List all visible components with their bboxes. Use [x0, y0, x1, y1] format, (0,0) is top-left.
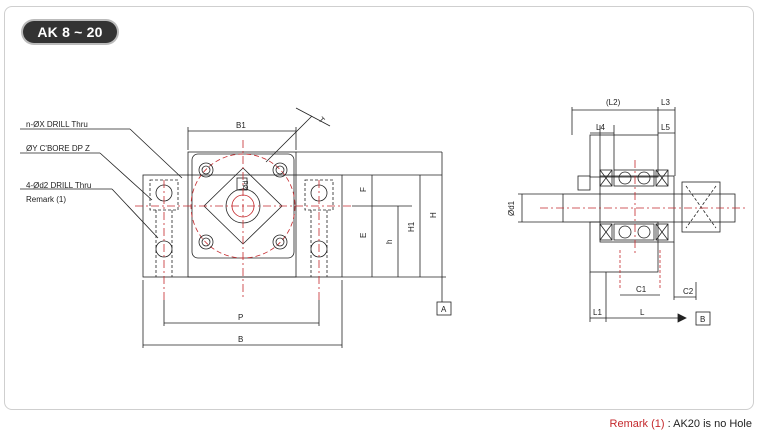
label-d1: Ød1 — [507, 200, 516, 216]
bearings — [599, 169, 669, 241]
datum-b-box — [695, 311, 711, 326]
leader-drill-x — [129, 128, 183, 179]
center-lines — [135, 140, 352, 300]
flange-top — [589, 134, 659, 178]
label-c1: C1 — [636, 285, 647, 294]
label-cbore: ØY C'BORE DP Z — [26, 144, 90, 153]
label-t: T — [317, 115, 327, 125]
label-l1: L1 — [593, 308, 602, 317]
bolt-center-lines — [619, 250, 661, 290]
base-mounting-holes — [149, 179, 334, 258]
keyway — [236, 177, 248, 191]
label-c2: C2 — [683, 287, 694, 296]
label-l5: L5 — [661, 123, 670, 132]
label-h1: H1 — [407, 221, 416, 232]
remark-note: Remark (1) : AK20 is no Hole — [610, 418, 752, 430]
label-l4: L4 — [596, 123, 605, 132]
label-remark-ref: Remark (1) — [26, 195, 66, 204]
label-datum-b: B — [700, 315, 705, 324]
model-range-tag: AK 8 ~ 20 — [23, 21, 117, 43]
label-h-total: H — [429, 212, 438, 218]
label-b: B — [238, 335, 243, 344]
front-view — [20, 107, 452, 348]
leader-cbore — [99, 152, 153, 201]
label-bore-d: Ød — [243, 181, 250, 190]
leader-drill-d2 — [111, 188, 159, 239]
drawing-panel: AK 8 ~ 20 — [4, 6, 754, 410]
locknut — [577, 175, 591, 191]
remark-colon: : — [664, 418, 674, 430]
label-l2: (L2) — [606, 98, 621, 107]
datum-a-box — [436, 301, 452, 316]
dim-t-leader — [265, 115, 313, 163]
side-view — [518, 107, 745, 326]
label-p: P — [238, 313, 243, 322]
label-b1: B1 — [236, 121, 246, 130]
shaft-end-box — [681, 181, 721, 233]
label-h: h — [385, 240, 394, 244]
label-datum-a: A — [441, 305, 447, 314]
label-f: F — [359, 187, 368, 192]
label-drill-d2: 4-Ød2 DRILL Thru — [26, 181, 91, 190]
flange-bolt-holes — [198, 162, 288, 250]
remark-text: AK20 is no Hole — [673, 418, 752, 430]
housing-block — [187, 151, 297, 278]
label-e: E — [359, 233, 368, 238]
hidden-lines — [155, 210, 328, 277]
label-l3: L3 — [661, 98, 670, 107]
remark-label: Remark (1) — [609, 418, 665, 430]
label-l: L — [640, 308, 645, 317]
label-drill-x: n-ØX DRILL Thru — [26, 120, 88, 129]
housing-body — [599, 175, 675, 243]
